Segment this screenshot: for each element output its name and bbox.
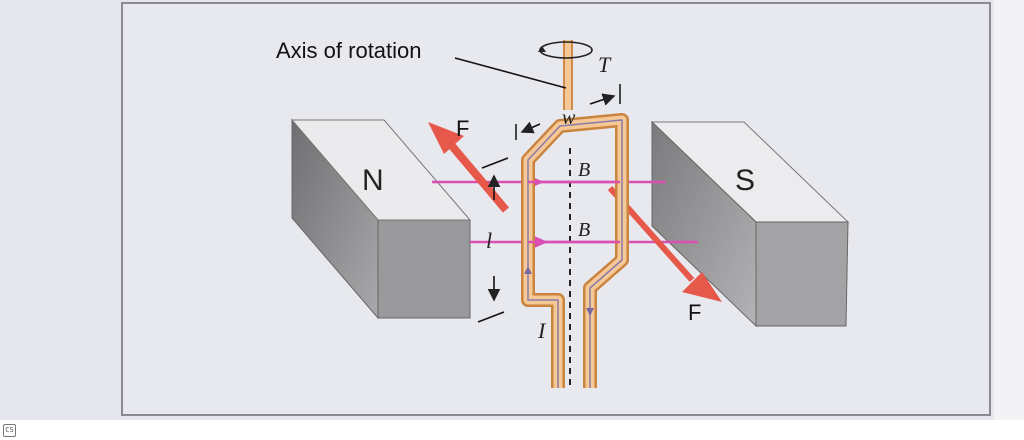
width-label: w — [562, 107, 576, 129]
length-label: l — [486, 228, 492, 253]
scan-footer — [0, 420, 1024, 440]
current-label: I — [537, 318, 547, 343]
length-dimension — [477, 157, 509, 323]
current-arrow-icon — [524, 266, 532, 274]
field-label-upper: B — [578, 159, 590, 181]
force-arrow-left — [428, 122, 510, 213]
field-label-lower: B — [578, 219, 590, 241]
torque-label: T — [598, 52, 612, 77]
north-magnet — [290, 118, 472, 320]
rotation-arrowhead-icon — [538, 46, 546, 52]
current-arrow-down-icon — [586, 308, 594, 316]
axis-label: Axis of rotation — [276, 38, 422, 63]
axis-leader-line — [454, 57, 567, 89]
current-loop — [521, 113, 629, 388]
page-margin — [994, 0, 1024, 420]
south-magnet — [650, 120, 850, 328]
force-label-upper: F — [456, 116, 469, 141]
south-pole-label: S — [735, 164, 755, 197]
width-dimension — [515, 84, 621, 140]
north-pole-label: N — [362, 164, 384, 197]
scanner-logo: CS — [3, 424, 16, 437]
force-label-lower: F — [688, 300, 701, 325]
